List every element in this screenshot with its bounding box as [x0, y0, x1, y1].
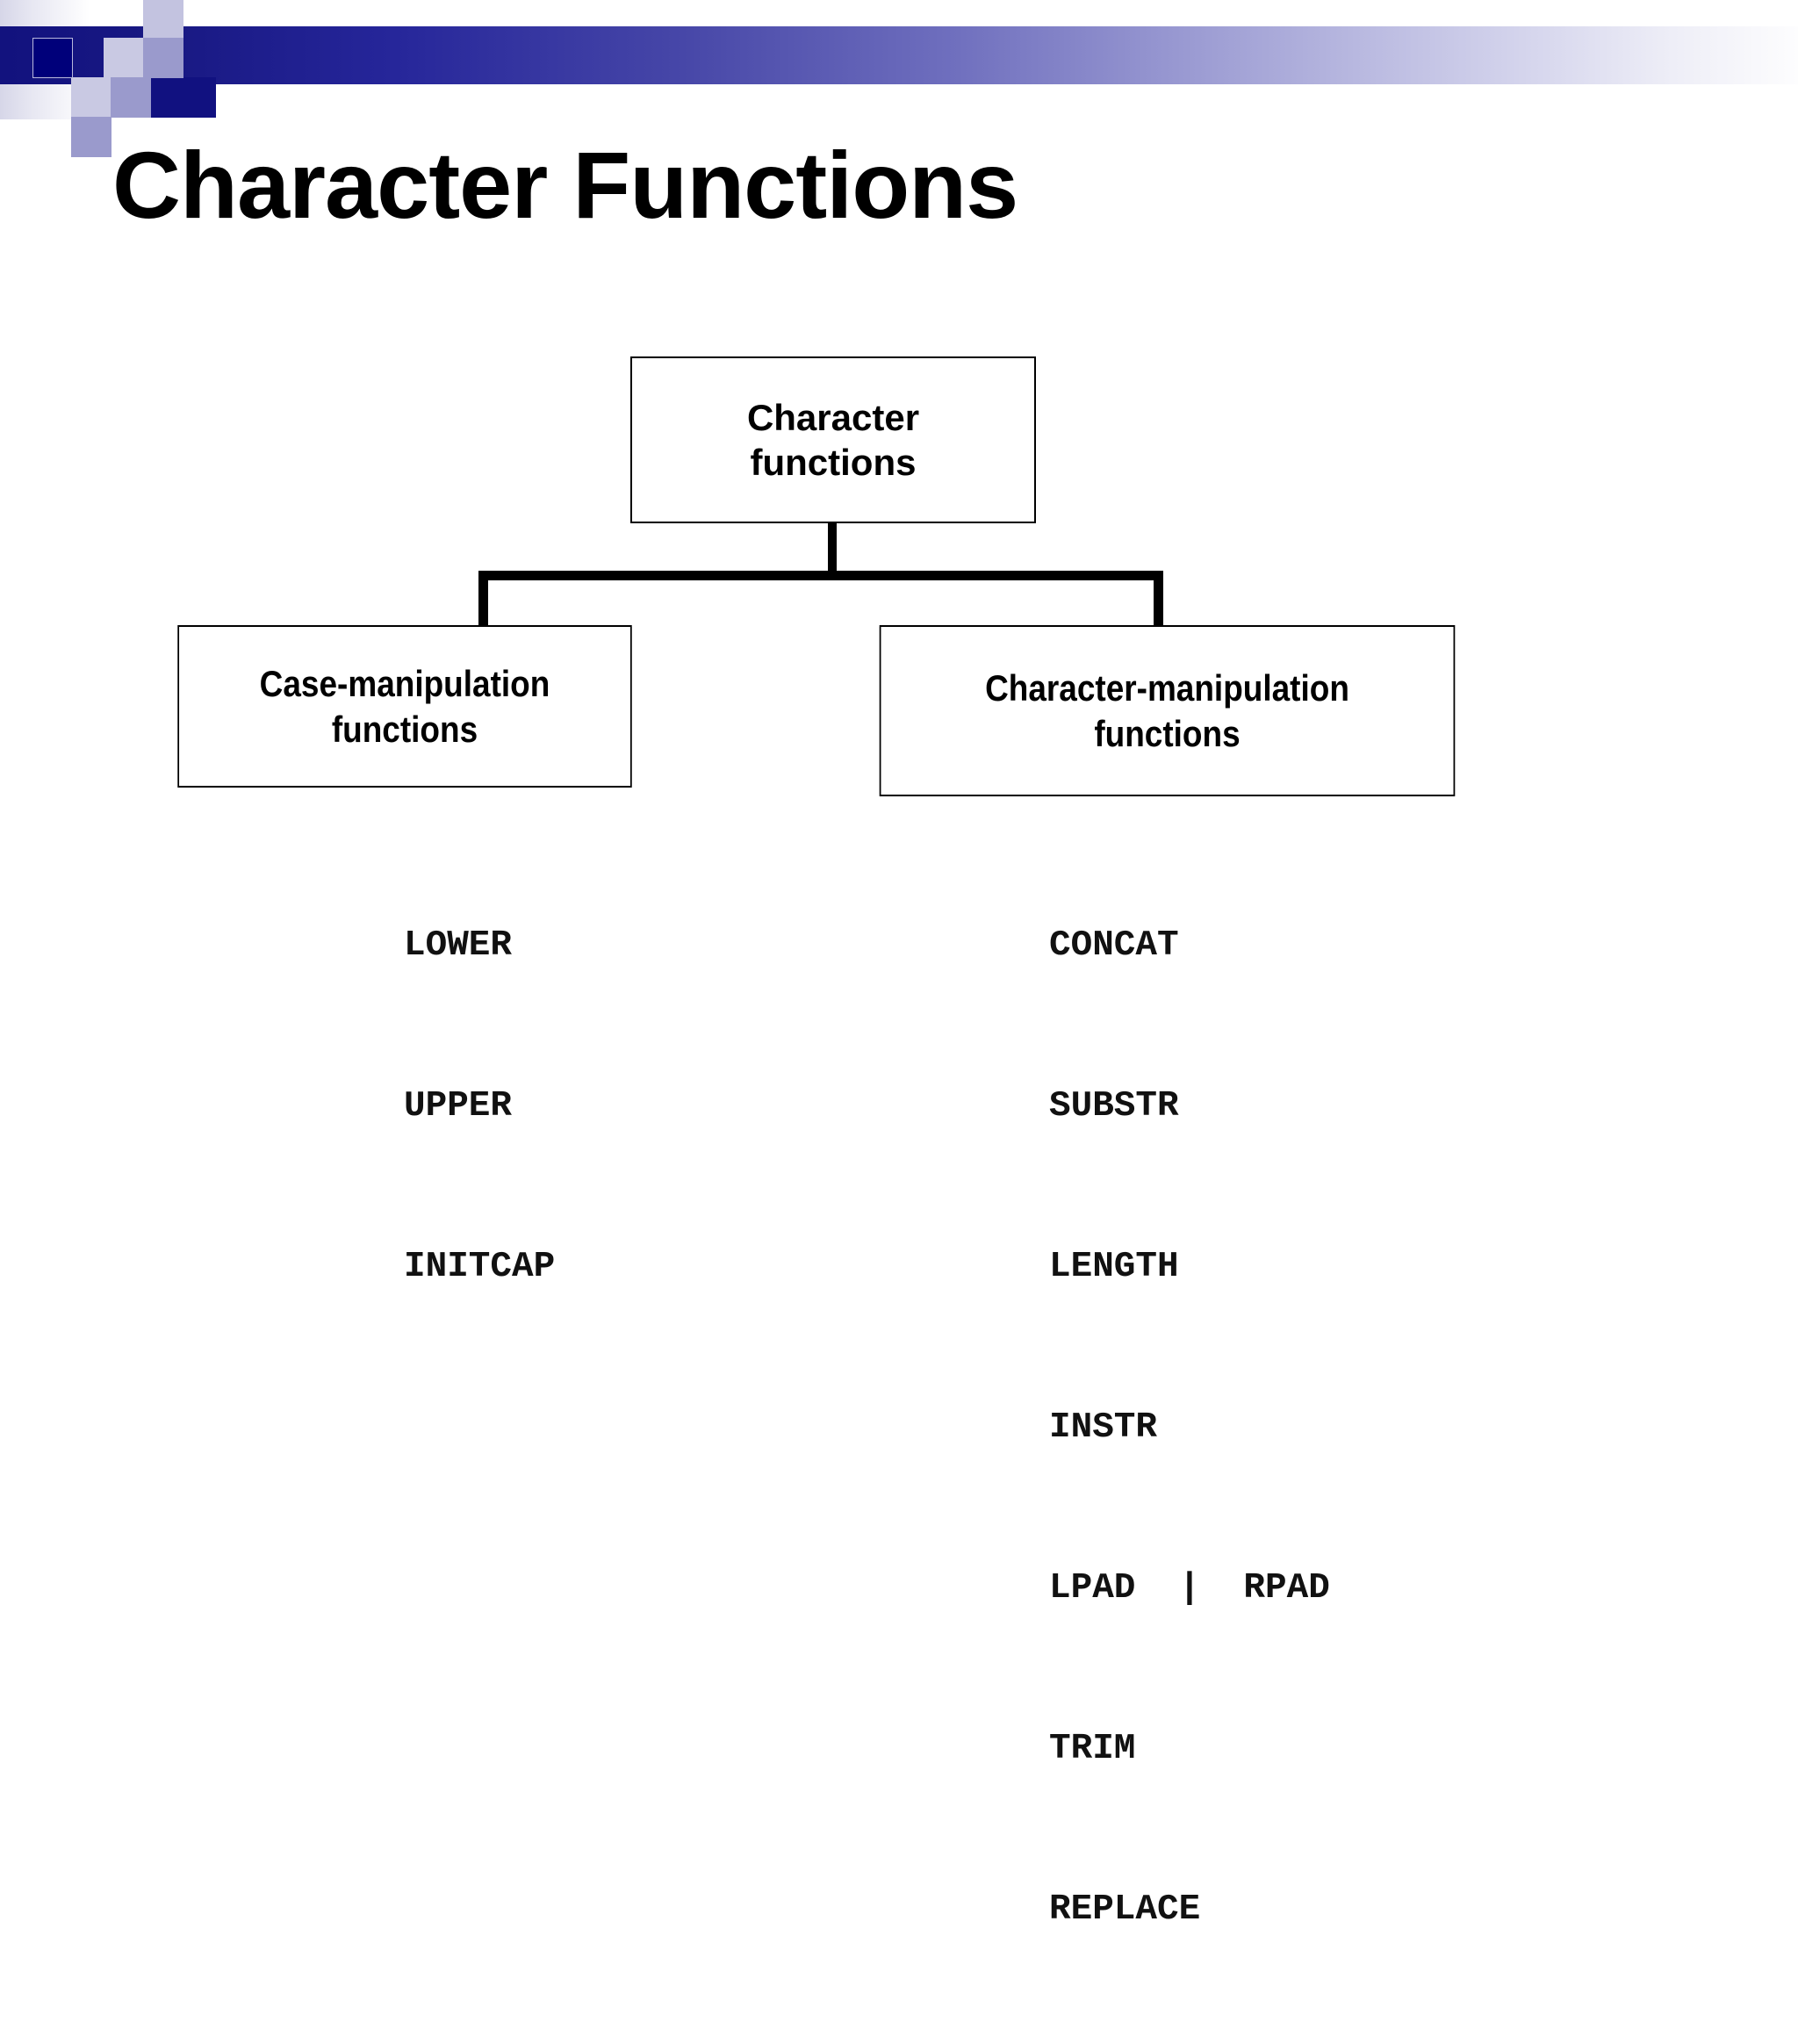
- header-square-medium-mid: [143, 38, 183, 78]
- node-case-line1: Case-manipulation: [259, 663, 550, 705]
- header-square-navy: [32, 38, 73, 78]
- connector-horizontal-bar: [478, 571, 1163, 580]
- header-square-medium-low: [111, 77, 151, 118]
- list-item: SUBSTR: [1049, 1086, 1179, 1126]
- diagram-node-character-functions: Character functions: [630, 356, 1036, 523]
- function-list-character-manipulation: CONCAT SUBSTR LENGTH INSTR LPAD | RPAD T…: [1049, 812, 1330, 2044]
- list-item: LENGTH: [1049, 1247, 1179, 1287]
- function-list-case-manipulation: LOWER UPPER INITCAP: [404, 812, 555, 1401]
- header-square-light-top: [143, 0, 183, 39]
- node-char-line1: Character-manipulation: [985, 667, 1349, 709]
- connector-to-character-box: [1154, 571, 1163, 629]
- list-item: REPLACE: [1049, 1889, 1201, 1930]
- connector-to-case-box: [478, 571, 488, 629]
- diagram-node-character-manipulation: Character-manipulation functions: [879, 625, 1456, 796]
- node-root-line1: Character: [746, 396, 920, 438]
- node-root-line2: functions: [750, 442, 917, 483]
- node-char-line2: functions: [1094, 712, 1241, 754]
- character-functions-diagram: Character functions Case-manipulation fu…: [177, 356, 1456, 1930]
- diagram-node-case-manipulation: Case-manipulation functions: [177, 625, 632, 788]
- connector-root-stem: [828, 523, 837, 576]
- node-case-line2: functions: [331, 708, 478, 750]
- page-title: Character Functions: [112, 132, 1018, 238]
- header-gradient-band: [0, 26, 1798, 84]
- list-item: INSTR: [1049, 1407, 1158, 1448]
- list-item: LOWER: [404, 925, 513, 966]
- header-square-light-mid: [104, 38, 144, 78]
- list-item: CONCAT: [1049, 925, 1179, 966]
- list-item: LPAD | RPAD: [1049, 1568, 1330, 1609]
- list-item: INITCAP: [404, 1247, 556, 1287]
- header-square-light-low: [71, 77, 111, 118]
- list-item: TRIM: [1049, 1729, 1136, 1769]
- list-item: UPPER: [404, 1086, 513, 1126]
- header-square-medium-bottom: [71, 117, 111, 157]
